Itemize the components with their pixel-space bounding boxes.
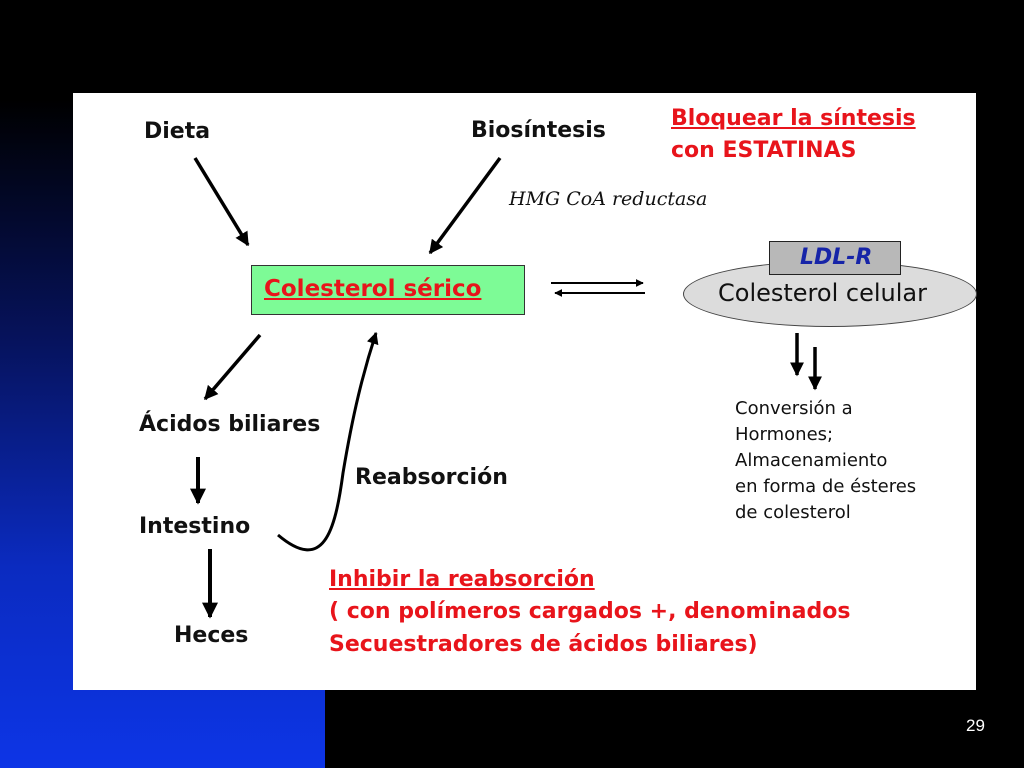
diagram-arrows: [190, 156, 822, 619]
arrow-biosintesis-to-serico: [428, 156, 502, 255]
conversion-line-1: Conversión a: [735, 398, 853, 419]
conversion-line-3: Almacenamiento: [735, 450, 888, 471]
label-biosintesis: Biosíntesis: [471, 118, 606, 143]
arrow-serico-to-acidos: [203, 333, 262, 401]
label-hmg-coa-reductasa: HMG CoA reductasa: [509, 188, 708, 210]
label-dieta: Dieta: [144, 119, 211, 144]
label-intestino: Intestino: [139, 514, 251, 539]
conversion-line-5: de colesterol: [735, 502, 851, 523]
slide-content-card: Dieta Biosíntesis HMG CoA reductasa Bloq…: [73, 93, 977, 690]
slide-background-black: [325, 690, 1024, 768]
serum-cholesterol-label: Colesterol sérico: [264, 276, 482, 302]
slide-number: 29: [966, 716, 985, 735]
ldl-receptor-box: LDL-R: [769, 241, 901, 275]
cellular-cholesterol-label: Colesterol celular: [718, 279, 927, 307]
label-heces: Heces: [174, 623, 249, 648]
label-charged-polymers: ( con polímeros cargados +, denominados: [329, 599, 851, 624]
label-block-synthesis: Bloquear la síntesis: [671, 106, 916, 131]
arrow-dieta-to-serico: [193, 157, 250, 247]
ldl-receptor-label: LDL-R: [800, 245, 873, 270]
conversion-line-2: Hormones;: [735, 424, 834, 445]
label-reabsorcion: Reabsorción: [355, 465, 508, 490]
conversion-line-4: en forma de ésteres: [735, 476, 917, 497]
arrow-reabsorcion-curve: [277, 331, 379, 552]
label-inhibit-reabsorption: Inhibir la reabsorción: [329, 567, 595, 592]
label-with-statins: con ESTATINAS: [671, 138, 857, 163]
serum-cholesterol-box: Colesterol sérico: [251, 265, 525, 315]
label-bile-acid-sequestrants: Secuestradores de ácidos biliares): [329, 632, 758, 657]
label-acidos-biliares: Ácidos biliares: [139, 412, 321, 437]
